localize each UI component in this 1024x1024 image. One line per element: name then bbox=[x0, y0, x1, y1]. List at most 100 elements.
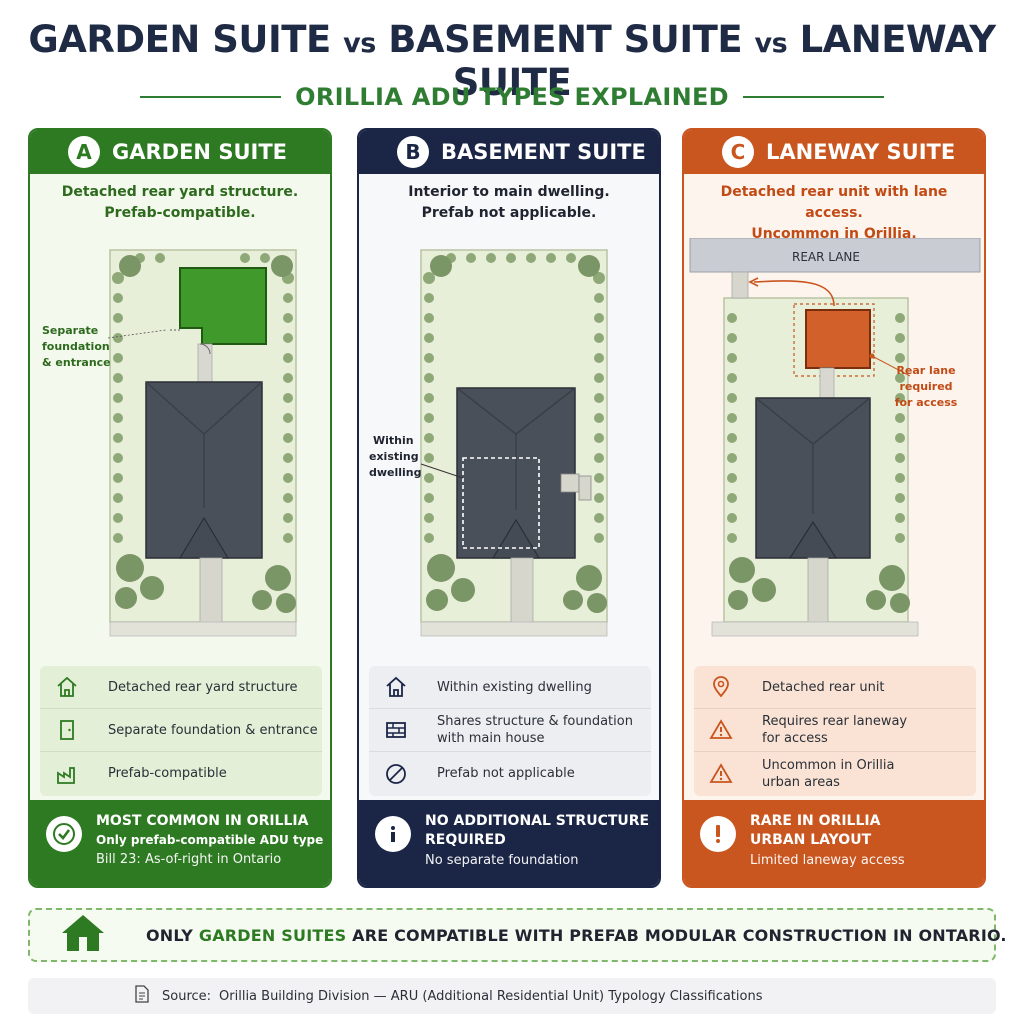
panel-description: Interior to main dwelling. Prefab not ap… bbox=[359, 182, 659, 224]
banner-highlight: GARDEN SUITES bbox=[198, 925, 347, 945]
trees bbox=[728, 557, 910, 613]
footer-heading: NO ADDITIONAL STRUCTURE bbox=[425, 813, 650, 829]
annotation-text: existing bbox=[369, 450, 419, 463]
warning-icon bbox=[708, 717, 734, 743]
panel-header: A GARDEN SUITE bbox=[30, 130, 330, 174]
panel-footer: RARE IN ORILLIA URBAN LAYOUT Limited lan… bbox=[684, 800, 984, 886]
feature-item: Requires rear laneway for access bbox=[694, 709, 976, 752]
panel-description: Detached rear unit with lane access. Unc… bbox=[684, 182, 984, 245]
feature-item: Uncommon in Orillia urban areas bbox=[694, 752, 976, 795]
letter-badge: C bbox=[722, 136, 754, 168]
title-vs: vs bbox=[754, 28, 788, 59]
panel-title: BASEMENT SUITE bbox=[441, 140, 646, 164]
lane-access-arrow bbox=[753, 280, 835, 307]
subtitle-row: ORILLIA ADU TYPES EXPLAINED bbox=[140, 82, 885, 112]
prohibited-icon bbox=[383, 761, 409, 787]
rear-lane-label: REAR LANE bbox=[792, 250, 860, 264]
page-title: GARDEN SUITE vs BASEMENT SUITE vs LANEWA… bbox=[0, 18, 1024, 104]
panel-description: Detached rear yard structure. Prefab-com… bbox=[30, 182, 330, 224]
hedge bbox=[112, 253, 294, 543]
feature-list: Within existing dwelling Shares structur… bbox=[369, 666, 651, 796]
annotation-text: Separate bbox=[42, 324, 98, 337]
panel-footer: MOST COMMON IN ORILLIA Only prefab-compa… bbox=[30, 800, 330, 886]
footer-note: Limited laneway access bbox=[750, 853, 905, 868]
feature-item: Shares structure & foundation with main … bbox=[369, 709, 651, 752]
desc-line: Prefab not applicable. bbox=[421, 205, 597, 221]
panel-basement-suite: B BASEMENT SUITE Interior to main dwelli… bbox=[357, 128, 661, 888]
door-icon bbox=[54, 717, 80, 743]
feature-text: Separate foundation & entrance bbox=[108, 722, 318, 738]
banner-text: ONLY GARDEN SUITES ARE COMPATIBLE WITH P… bbox=[146, 926, 1007, 945]
trees bbox=[115, 255, 296, 613]
letter-badge: B bbox=[397, 136, 429, 168]
feature-list: Detached rear unit Requires rear laneway… bbox=[694, 666, 976, 796]
annotation-text: dwelling bbox=[369, 466, 422, 479]
footer-note: No separate foundation bbox=[425, 853, 579, 868]
warning-icon bbox=[708, 761, 734, 787]
site-plan-laneway: REAR LANE Rear lane requ bbox=[689, 238, 981, 637]
banner-pre: ONLY bbox=[146, 925, 194, 945]
exclamation-icon bbox=[700, 816, 736, 852]
footer-heading: MOST COMMON IN ORILLIA bbox=[96, 813, 309, 829]
site-plan-basement: Within existing dwelling bbox=[369, 249, 608, 637]
feature-text-line: with main house bbox=[437, 731, 545, 746]
feature-text-line: urban areas bbox=[762, 774, 840, 790]
location-pin-icon bbox=[708, 674, 734, 700]
house-icon bbox=[60, 913, 106, 957]
feature-item: Prefab not applicable bbox=[369, 752, 651, 795]
title-garden: GARDEN SUITE bbox=[28, 18, 331, 61]
basement-suite-outline bbox=[462, 457, 540, 549]
annotation-text: for access bbox=[895, 396, 958, 409]
annotation-text: Within bbox=[373, 434, 414, 447]
feature-text: Requires rear laneway for access bbox=[762, 713, 907, 747]
annotation-text: required bbox=[899, 380, 952, 393]
footer-heading: URBAN LAYOUT bbox=[750, 832, 872, 848]
document-icon bbox=[134, 985, 150, 1007]
checkmark-icon bbox=[46, 816, 82, 852]
laneway-suite-building bbox=[805, 309, 871, 369]
desc-line: Prefab-compatible. bbox=[104, 205, 256, 221]
desc-line: Interior to main dwelling. bbox=[408, 184, 610, 200]
info-icon bbox=[375, 816, 411, 852]
title-vs: vs bbox=[343, 28, 376, 59]
trees bbox=[426, 255, 607, 613]
rear-lane bbox=[689, 238, 981, 273]
feature-item: Separate foundation & entrance bbox=[40, 709, 322, 752]
footer-subheading: Only prefab-compatible ADU type bbox=[96, 833, 324, 847]
panel-header: C LANEWAY SUITE bbox=[684, 130, 984, 174]
feature-text: Detached rear unit bbox=[762, 679, 885, 695]
hedge bbox=[727, 313, 905, 543]
conclusion-banner: ONLY GARDEN SUITES ARE COMPATIBLE WITH P… bbox=[28, 908, 1007, 962]
title-laneway: LANEWAY SUITE bbox=[452, 18, 996, 104]
feature-text: Detached rear yard structure bbox=[108, 679, 298, 695]
panel-title: LANEWAY SUITE bbox=[766, 140, 956, 164]
annotation-text: & entrance bbox=[42, 356, 111, 369]
source-label: Source: bbox=[162, 988, 212, 1004]
annotation-text: Rear lane bbox=[896, 364, 955, 377]
factory-icon bbox=[54, 761, 80, 787]
footer-heading: RARE IN ORILLIA bbox=[750, 813, 881, 829]
panel-footer: NO ADDITIONAL STRUCTURE REQUIRED No sepa… bbox=[359, 800, 659, 886]
house-icon bbox=[383, 674, 409, 700]
feature-item: Prefab-compatible bbox=[40, 752, 322, 795]
desc-line: Detached rear yard structure. bbox=[61, 184, 299, 200]
divider bbox=[742, 96, 885, 98]
divider bbox=[140, 96, 282, 98]
annotation-text: foundation bbox=[42, 340, 110, 353]
feature-item: Within existing dwelling bbox=[369, 666, 651, 709]
feature-text: Prefab-compatible bbox=[108, 766, 227, 781]
feature-item: Detached rear yard structure bbox=[40, 666, 322, 709]
feature-text: Prefab not applicable bbox=[437, 766, 575, 781]
feature-text-line: for access bbox=[762, 731, 828, 746]
panel-laneway-suite: C LANEWAY SUITE Detached rear unit with … bbox=[682, 128, 986, 888]
panel-title: GARDEN SUITE bbox=[112, 140, 287, 164]
feature-text-line: Uncommon in Orillia bbox=[762, 757, 895, 773]
source-note: Source: Orillia Building Division — ARU … bbox=[28, 978, 996, 1014]
title-basement: BASEMENT SUITE bbox=[388, 18, 743, 61]
desc-line: Detached rear unit with lane access. bbox=[720, 184, 948, 221]
panel-garden-suite: A GARDEN SUITE Detached rear yard struct… bbox=[28, 128, 332, 888]
source-text: Orillia Building Division — ARU (Additio… bbox=[219, 988, 763, 1004]
feature-text: Shares structure & foundation with main … bbox=[437, 713, 633, 747]
letter-badge: A bbox=[68, 136, 100, 168]
feature-item: Detached rear unit bbox=[694, 666, 976, 709]
